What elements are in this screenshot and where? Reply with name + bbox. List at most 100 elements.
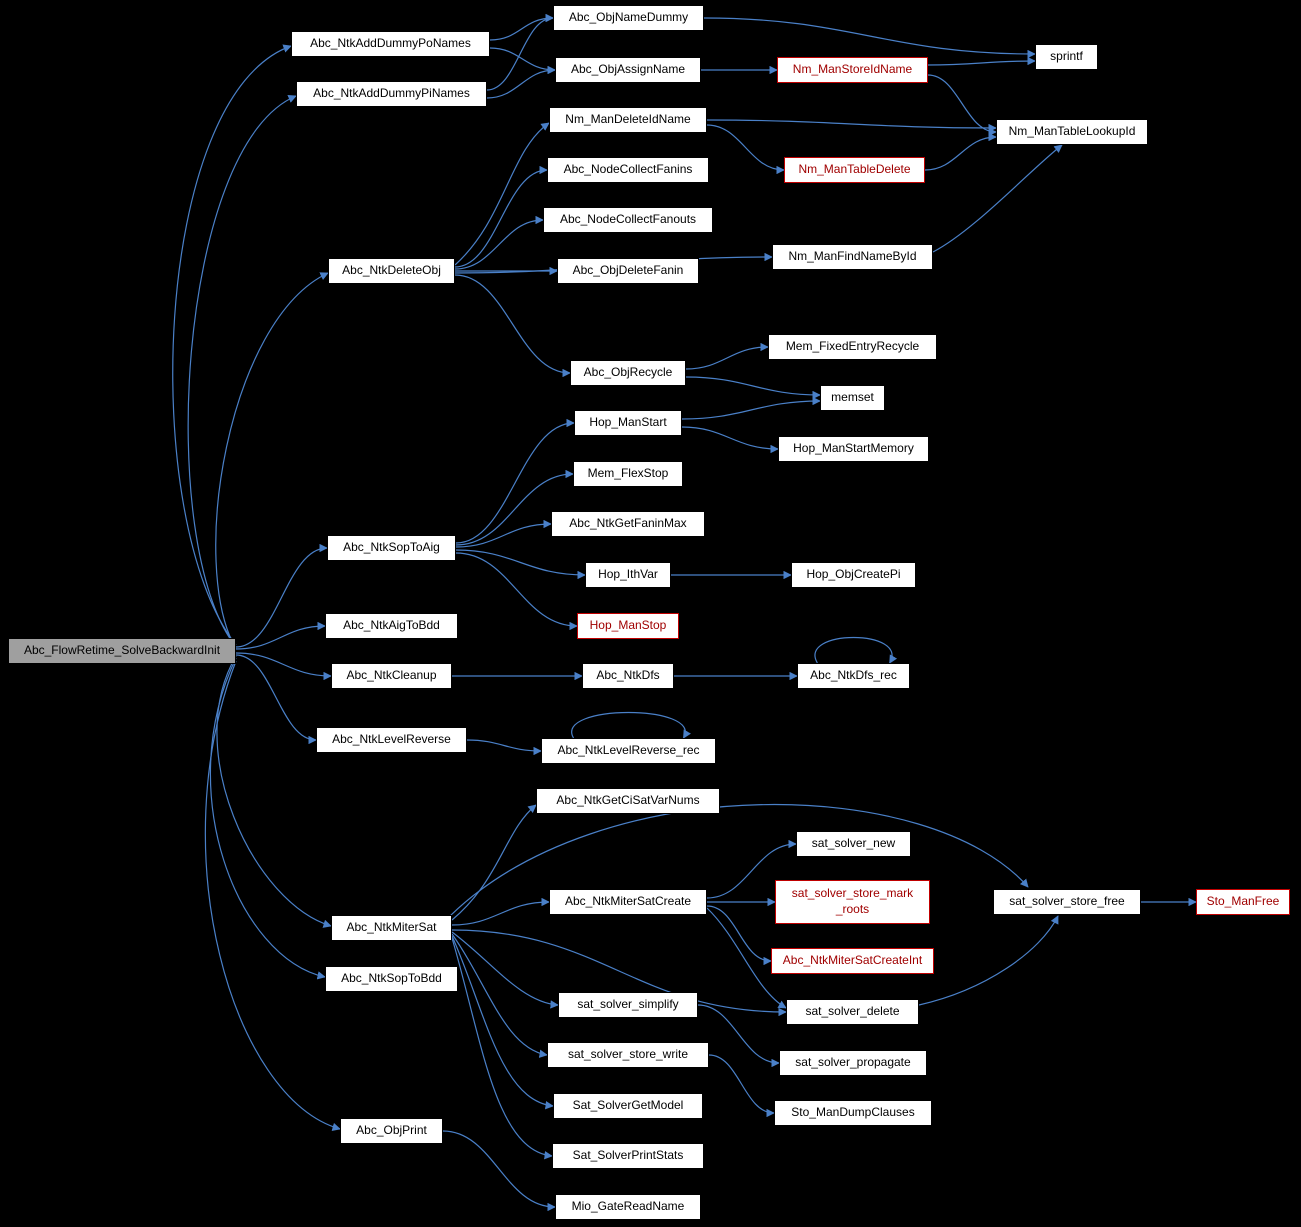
call-edge-levelreverse-lrrec xyxy=(466,739,542,756)
graph-node-sprintf[interactable]: sprintf xyxy=(1035,44,1098,70)
graph-node-delete[interactable]: sat_solver_delete xyxy=(786,999,919,1025)
graph-node-label: sat_solver_propagate xyxy=(795,1055,911,1070)
call-edge-soptoaig-getfaninmax xyxy=(455,519,552,548)
call-edge-root-pi xyxy=(187,95,297,648)
graph-node-soptobdd[interactable]: Abc_NtkSopToBdd xyxy=(325,966,458,992)
call-edge-storeid-tablelookup xyxy=(927,74,997,137)
graph-node-cleanup[interactable]: Abc_NtkCleanup xyxy=(331,663,452,689)
graph-node-objnamedummy[interactable]: Abc_ObjNameDummy xyxy=(553,5,704,31)
graph-node-label: Abc_NtkLevelReverse xyxy=(332,732,451,747)
call-edge-po-objassign xyxy=(489,47,556,75)
graph-node-label: Sat_SolverPrintStats xyxy=(572,1148,684,1163)
graph-node-objrecycle[interactable]: Abc_ObjRecycle xyxy=(570,360,686,386)
call-edge-delobj-objrecycle xyxy=(454,274,571,378)
graph-node-levelreverse[interactable]: Abc_NtkLevelReverse xyxy=(316,727,467,753)
graph-node-simplify[interactable]: sat_solver_simplify xyxy=(558,992,698,1018)
call-edge-root-objprint xyxy=(204,660,341,1131)
graph-node-label: sat_solver_new xyxy=(811,836,896,851)
graph-node-objassign[interactable]: Abc_ObjAssignName xyxy=(555,57,701,83)
graph-node-tabledelete[interactable]: Nm_ManTableDelete xyxy=(784,157,925,183)
graph-node-label: sat_solver_store_free xyxy=(1009,894,1125,909)
graph-node-label: Abc_NtkMiterSatCreate xyxy=(564,894,692,909)
graph-node-memset[interactable]: memset xyxy=(820,385,885,411)
graph-node-objdeletefanin[interactable]: Abc_ObjDeleteFanin xyxy=(557,258,699,284)
graph-node-ithvar[interactable]: Hop_IthVar xyxy=(585,562,671,588)
graph-node-tablelookup[interactable]: Nm_ManTableLookupId xyxy=(996,119,1148,145)
call-edge-findname-tablelookup xyxy=(932,144,1063,253)
call-edge-create-satnew xyxy=(706,839,797,899)
call-edge-create-delete xyxy=(706,907,787,1009)
graph-node-fixedentry[interactable]: Mem_FixedEntryRecycle xyxy=(768,334,937,360)
graph-node-label: Abc_NtkSopToAig xyxy=(343,540,440,555)
graph-node-delobj[interactable]: Abc_NtkDeleteObj xyxy=(328,258,455,284)
graph-node-label: Abc_NtkCleanup xyxy=(346,668,437,683)
graph-node-createint[interactable]: Abc_NtkMiterSatCreateInt xyxy=(771,948,934,974)
graph-node-miogate[interactable]: Mio_GateReadName xyxy=(555,1194,701,1220)
graph-node-manstop[interactable]: Hop_ManStop xyxy=(577,613,679,639)
graph-node-satnew[interactable]: sat_solver_new xyxy=(796,831,911,857)
call-edge-simplify-propagate xyxy=(697,1004,780,1068)
graph-node-label: Nm_ManDeleteIdName xyxy=(565,112,691,127)
graph-node-label: Hop_ObjCreatePi xyxy=(806,567,901,582)
graph-node-flexstop[interactable]: Mem_FlexStop xyxy=(573,461,683,487)
call-edge-mitersat-storewrite xyxy=(451,933,548,1058)
graph-node-getcisat[interactable]: Abc_NtkGetCiSatVarNums xyxy=(536,788,720,814)
graph-node-mitersat[interactable]: Abc_NtkMiterSat xyxy=(331,915,452,941)
graph-node-label: Nm_ManFindNameById xyxy=(788,249,917,264)
graph-node-label: Abc_NodeCollectFanins xyxy=(563,162,693,177)
graph-node-label: Abc_NtkDeleteObj xyxy=(342,263,441,278)
graph-node-deleteid[interactable]: Nm_ManDeleteIdName xyxy=(549,107,707,133)
graph-node-markroots[interactable]: sat_solver_store_mark _roots xyxy=(775,880,930,924)
call-edge-soptoaig-flexstop xyxy=(455,469,574,546)
call-edge-root-levelreverse xyxy=(235,654,317,745)
graph-node-findname[interactable]: Nm_ManFindNameById xyxy=(772,244,933,270)
graph-node-getfaninmax[interactable]: Abc_NtkGetFaninMax xyxy=(551,511,705,537)
call-edge-soptoaig-ithvar xyxy=(455,549,586,580)
graph-node-objcreatepi[interactable]: Hop_ObjCreatePi xyxy=(791,562,916,588)
graph-node-printstats[interactable]: Sat_SolverPrintStats xyxy=(552,1143,704,1169)
graph-node-label: Abc_NtkMiterSatCreateInt xyxy=(782,953,923,968)
call-edge-objprint-miogate xyxy=(442,1130,556,1212)
graph-node-storewrite[interactable]: sat_solver_store_write xyxy=(547,1042,709,1068)
graph-node-startmemory[interactable]: Hop_ManStartMemory xyxy=(778,436,929,462)
graph-node-label: sprintf xyxy=(1050,49,1083,64)
graph-node-getmodel[interactable]: Sat_SolverGetModel xyxy=(553,1093,703,1119)
graph-node-soptoaig[interactable]: Abc_NtkSopToAig xyxy=(327,535,456,561)
call-edge-delobj-deleteid xyxy=(454,122,550,266)
call-edge-objrecycle-fixedentry xyxy=(685,342,769,370)
call-edge-tabledelete-tablelookup xyxy=(924,132,997,171)
graph-node-storefree[interactable]: sat_solver_store_free xyxy=(993,889,1141,915)
graph-node-dfs[interactable]: Abc_NtkDfs xyxy=(582,663,674,689)
graph-node-label: Sto_ManDumpClauses xyxy=(791,1105,915,1120)
graph-node-root[interactable]: Abc_FlowRetime_SolveBackwardInit xyxy=(8,638,236,664)
graph-node-lrrec[interactable]: Abc_NtkLevelReverse_rec xyxy=(541,738,716,764)
graph-node-hopmanstart[interactable]: Hop_ManStart xyxy=(574,410,682,436)
call-edge-storewrite-dumpclauses xyxy=(708,1054,775,1118)
graph-node-propagate[interactable]: sat_solver_propagate xyxy=(779,1050,927,1076)
graph-node-label: Nm_ManTableLookupId xyxy=(1008,124,1136,139)
graph-node-po[interactable]: Abc_NtkAddDummyPoNames xyxy=(291,31,490,57)
graph-node-label: Sat_SolverGetModel xyxy=(572,1098,684,1113)
graph-node-label: Abc_NtkSopToBdd xyxy=(341,971,442,986)
call-edge-root-delobj xyxy=(215,272,329,650)
graph-node-collectfanins[interactable]: Abc_NodeCollectFanins xyxy=(547,157,709,183)
graph-node-label: Abc_NtkDfs xyxy=(596,668,660,683)
graph-node-create[interactable]: Abc_NtkMiterSatCreate xyxy=(549,889,707,915)
graph-node-dumpclauses[interactable]: Sto_ManDumpClauses xyxy=(774,1100,932,1126)
graph-node-label: Abc_ObjAssignName xyxy=(570,62,686,77)
graph-node-storeid[interactable]: Nm_ManStoreIdName xyxy=(777,57,928,83)
graph-node-stomanfree[interactable]: Sto_ManFree xyxy=(1196,889,1290,915)
call-edge-storeid-sprintf xyxy=(927,56,1036,66)
graph-node-dfsrec[interactable]: Abc_NtkDfs_rec xyxy=(797,663,910,689)
graph-node-label: sat_solver_delete xyxy=(805,1004,900,1019)
call-edge-pi-objnamedummy xyxy=(486,13,554,91)
call-edge-dfsrec-dfsrec xyxy=(814,636,898,664)
graph-node-label: Abc_NtkAddDummyPoNames xyxy=(310,36,471,51)
graph-node-aigtobdd[interactable]: Abc_NtkAigToBdd xyxy=(325,613,458,639)
graph-node-pi[interactable]: Abc_NtkAddDummyPiNames xyxy=(296,81,487,107)
graph-node-label: Mio_GateReadName xyxy=(571,1199,685,1214)
graph-node-objprint[interactable]: Abc_ObjPrint xyxy=(340,1118,443,1144)
graph-node-collectfanouts[interactable]: Abc_NodeCollectFanouts xyxy=(543,207,713,233)
call-edge-mitersat-getcisat xyxy=(451,804,537,921)
